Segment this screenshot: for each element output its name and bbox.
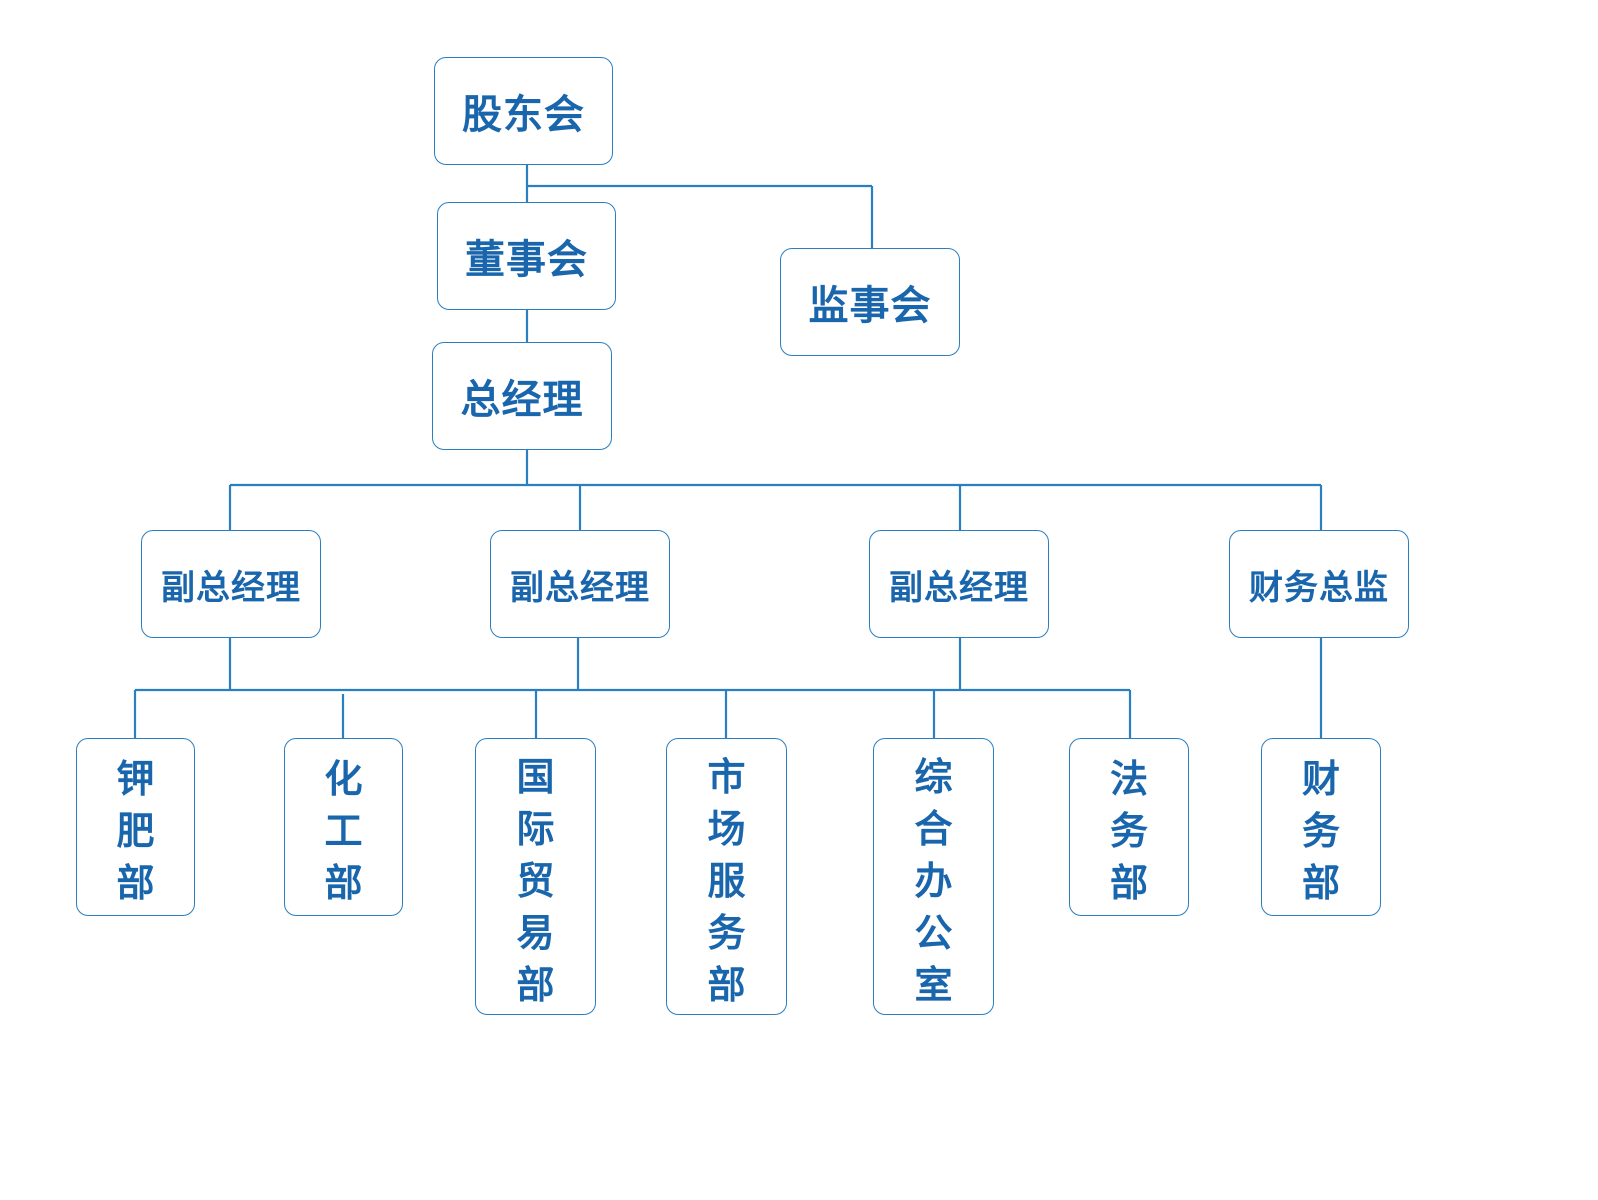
potash-dept-box: 钾肥部 <box>76 738 195 916</box>
finance-dept-label: 财务部 <box>1301 757 1340 905</box>
general-manager-box: 总经理 <box>432 342 612 450</box>
deputy-gm-label-1: 副总经理 <box>161 567 301 608</box>
cfo-label: 财务总监 <box>1249 567 1389 608</box>
market-service-dept-box: 市场服务部 <box>666 738 787 1015</box>
board-box: 董事会 <box>437 202 616 310</box>
legal-dept-label: 法务部 <box>1109 757 1148 905</box>
deputy-gm-box-1: 副总经理 <box>141 530 321 638</box>
supervisors-box: 监事会 <box>780 248 960 356</box>
board-label: 董事会 <box>465 237 588 283</box>
supervisors-label: 监事会 <box>808 283 932 329</box>
legal-dept-box: 法务部 <box>1069 738 1189 916</box>
intl-trade-dept-label: 国际贸易部 <box>516 755 555 1007</box>
deputy-gm-box-2: 副总经理 <box>490 530 670 638</box>
general-office-label: 综合办公室 <box>914 755 953 1007</box>
market-service-dept-label: 市场服务部 <box>707 755 746 1007</box>
cfo-box: 财务总监 <box>1229 530 1409 638</box>
intl-trade-dept-box: 国际贸易部 <box>475 738 596 1015</box>
deputy-gm-box-3: 副总经理 <box>869 530 1049 638</box>
general-manager-label: 总经理 <box>460 377 584 423</box>
deputy-gm-label-2: 副总经理 <box>510 567 650 608</box>
shareholders-label: 股东会 <box>462 92 585 138</box>
potash-dept-label: 钾肥部 <box>116 757 155 905</box>
chemical-dept-box: 化工部 <box>284 738 403 916</box>
deputy-gm-label-3: 副总经理 <box>889 567 1029 608</box>
chemical-dept-label: 化工部 <box>324 757 363 905</box>
shareholders-box: 股东会 <box>434 57 613 165</box>
finance-dept-box: 财务部 <box>1261 738 1381 916</box>
general-office-box: 综合办公室 <box>873 738 994 1015</box>
